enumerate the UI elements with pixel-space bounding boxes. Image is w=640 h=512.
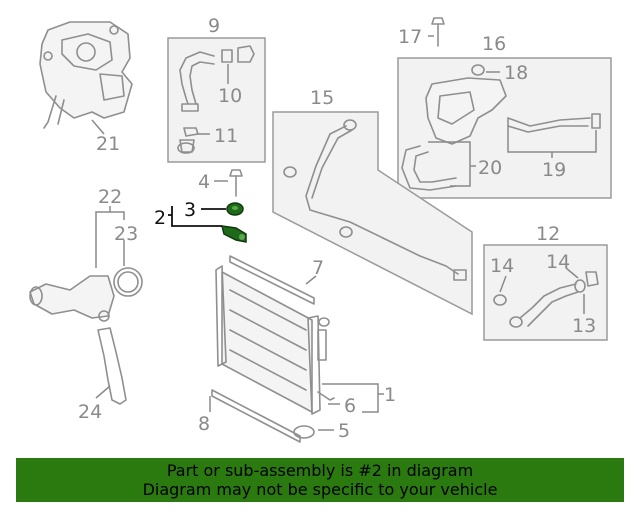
callout-14b: 14 [546, 251, 570, 273]
bolt-17 [431, 17, 445, 47]
banner-line-2: Diagram may not be specific to your vehi… [142, 480, 498, 499]
callout-11: 11 [214, 125, 238, 147]
leader-7 [305, 275, 317, 285]
callout-12: 12 [536, 223, 560, 245]
callout-16: 16 [482, 33, 506, 55]
callout-15: 15 [310, 87, 334, 109]
group-box-15 [272, 111, 473, 316]
leader-1 [322, 383, 379, 413]
callout-18: 18 [504, 62, 528, 84]
callout-2: 2 [154, 207, 166, 229]
hose-pipe-15 [283, 119, 467, 281]
coolant-reservoir [401, 64, 601, 191]
clip-10 [221, 49, 233, 63]
callout-14a: 14 [490, 255, 514, 277]
o-ring-23 [113, 267, 143, 297]
leader-2 [171, 206, 222, 227]
leader-24 [95, 385, 111, 399]
callout-19: 19 [542, 159, 566, 181]
radiator [215, 265, 335, 439]
leader-14b [565, 267, 579, 279]
gasket-3 [226, 202, 244, 216]
reservoir-cap [471, 64, 485, 76]
callout-8: 8 [198, 413, 210, 435]
group-box-9 [167, 37, 266, 163]
leader-14a [499, 275, 507, 293]
callout-3: 3 [184, 199, 196, 221]
hose-assembly-9 [177, 45, 255, 154]
leader-21 [91, 119, 105, 135]
callout-17: 17 [398, 26, 422, 48]
callout-22: 22 [98, 186, 122, 208]
leader-20 [428, 141, 471, 187]
water-pump-housing [39, 21, 133, 129]
callout-4: 4 [198, 171, 210, 193]
callout-10: 10 [218, 85, 242, 107]
callout-23: 23 [114, 223, 138, 245]
callout-24: 24 [78, 401, 102, 423]
bolt-4 [229, 169, 243, 197]
banner-line-1: Part or sub-assembly is #2 in diagram [166, 461, 474, 480]
callout-20: 20 [478, 157, 502, 179]
callout-1: 1 [384, 384, 396, 406]
hose-assembly-12 [493, 271, 599, 328]
seal-strip-7 [229, 255, 315, 305]
hose-24 [97, 327, 127, 405]
callout-13: 13 [572, 315, 596, 337]
callout-6: 6 [344, 395, 356, 417]
callout-5: 5 [338, 420, 350, 442]
bracket-2 [221, 225, 247, 243]
group-box-12 [483, 244, 608, 341]
callout-7: 7 [312, 257, 324, 279]
hose-clamp [181, 103, 199, 112]
part-info-banner: Part or sub-assembly is #2 in diagram Di… [16, 458, 624, 502]
radiator-cap-5 [293, 425, 315, 439]
callout-9: 9 [208, 15, 220, 37]
callout-21: 21 [96, 133, 120, 155]
seal-strip-8 [211, 389, 301, 443]
outlet-pipe-assembly [29, 267, 143, 322]
